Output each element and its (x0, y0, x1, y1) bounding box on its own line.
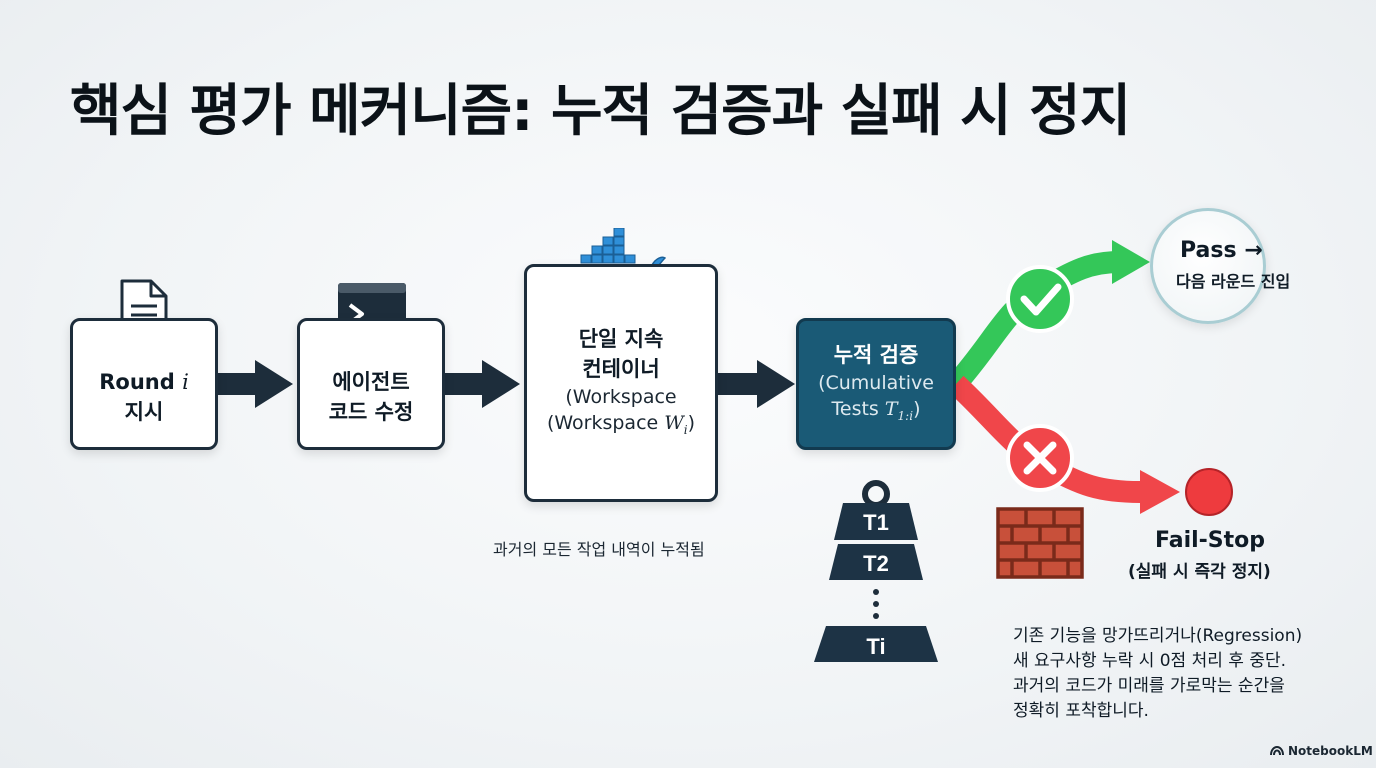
step-round-instruction: Round i 지시 (70, 318, 218, 450)
accumulation-note: 과거의 모든 작업 내역이 누적됨 (493, 540, 705, 559)
arrow-container-to-verify (718, 360, 795, 408)
brick-wall-icon (996, 507, 1084, 579)
container-label-3: (Workspace (565, 385, 677, 408)
brand-watermark: NotebookLM (1270, 744, 1373, 758)
verify-label: 누적 검증 (833, 342, 919, 367)
step-agent-code-edit: 에이전트 코드 수정 (297, 318, 445, 450)
container-label-1: 단일 지속 (578, 326, 664, 351)
round-label: Round i (99, 370, 189, 394)
arrow-round-to-agent (218, 360, 293, 408)
fail-subtitle: (실패 시 즉각 정지) (1128, 562, 1271, 582)
container-label-4: (Workspace Wi) (546, 411, 696, 437)
verify-label-3: Tests T1:i) (831, 397, 921, 423)
x-icon (1006, 424, 1074, 492)
explanation-line: 기존 기능을 망가뜨리거나(Regression) (1013, 626, 1303, 646)
round-sub-label: 지시 (124, 400, 164, 424)
pass-outcome-circle (1150, 208, 1266, 324)
explanation-line: 정확히 포착합니다. (1013, 701, 1149, 721)
fail-title: Fail-Stop (1155, 528, 1266, 553)
explanation-line: 과거의 코드가 미래를 가로막는 순간을 (1013, 676, 1285, 696)
agent-sub-label: 코드 수정 (328, 400, 414, 424)
brand-name: NotebookLM (1288, 744, 1373, 758)
container-label-2: 컨테이너 (582, 356, 660, 381)
step-persistent-container: 단일 지속 컨테이너 (Workspace (Workspace Wi) (524, 264, 718, 502)
test-weight-stack: T1 T2 Ti (814, 480, 938, 662)
weight-t2: T2 (829, 544, 923, 580)
pass-subtitle: 다음 라운드 진입 (1176, 272, 1291, 291)
agent-label: 에이전트 (332, 370, 410, 394)
weight-ti: Ti (814, 626, 938, 662)
notebooklm-logo-icon (1270, 746, 1284, 756)
page-title: 핵심 평가 메커니즘: 누적 검증과 실패 시 정지 (70, 79, 1131, 144)
verify-label-2: (Cumulative (818, 371, 934, 394)
svg-text:T1: T1 (863, 510, 889, 535)
pass-title: Pass → (1180, 238, 1263, 263)
check-icon (1006, 265, 1074, 333)
explanation-text: 기존 기능을 망가뜨리거나(Regression) 새 요구사항 누락 시 0점… (1013, 624, 1302, 724)
svg-text:T2: T2 (863, 551, 889, 576)
explanation-line: 새 요구사항 누락 시 0점 처리 후 중단. (1013, 651, 1287, 671)
arrow-agent-to-container (445, 360, 520, 408)
step-cumulative-verification: 누적 검증 (Cumulative Tests T1:i) (796, 318, 956, 450)
weight-t1: T1 (834, 503, 918, 540)
stop-dot (1185, 468, 1233, 516)
svg-text:Ti: Ti (866, 634, 885, 659)
